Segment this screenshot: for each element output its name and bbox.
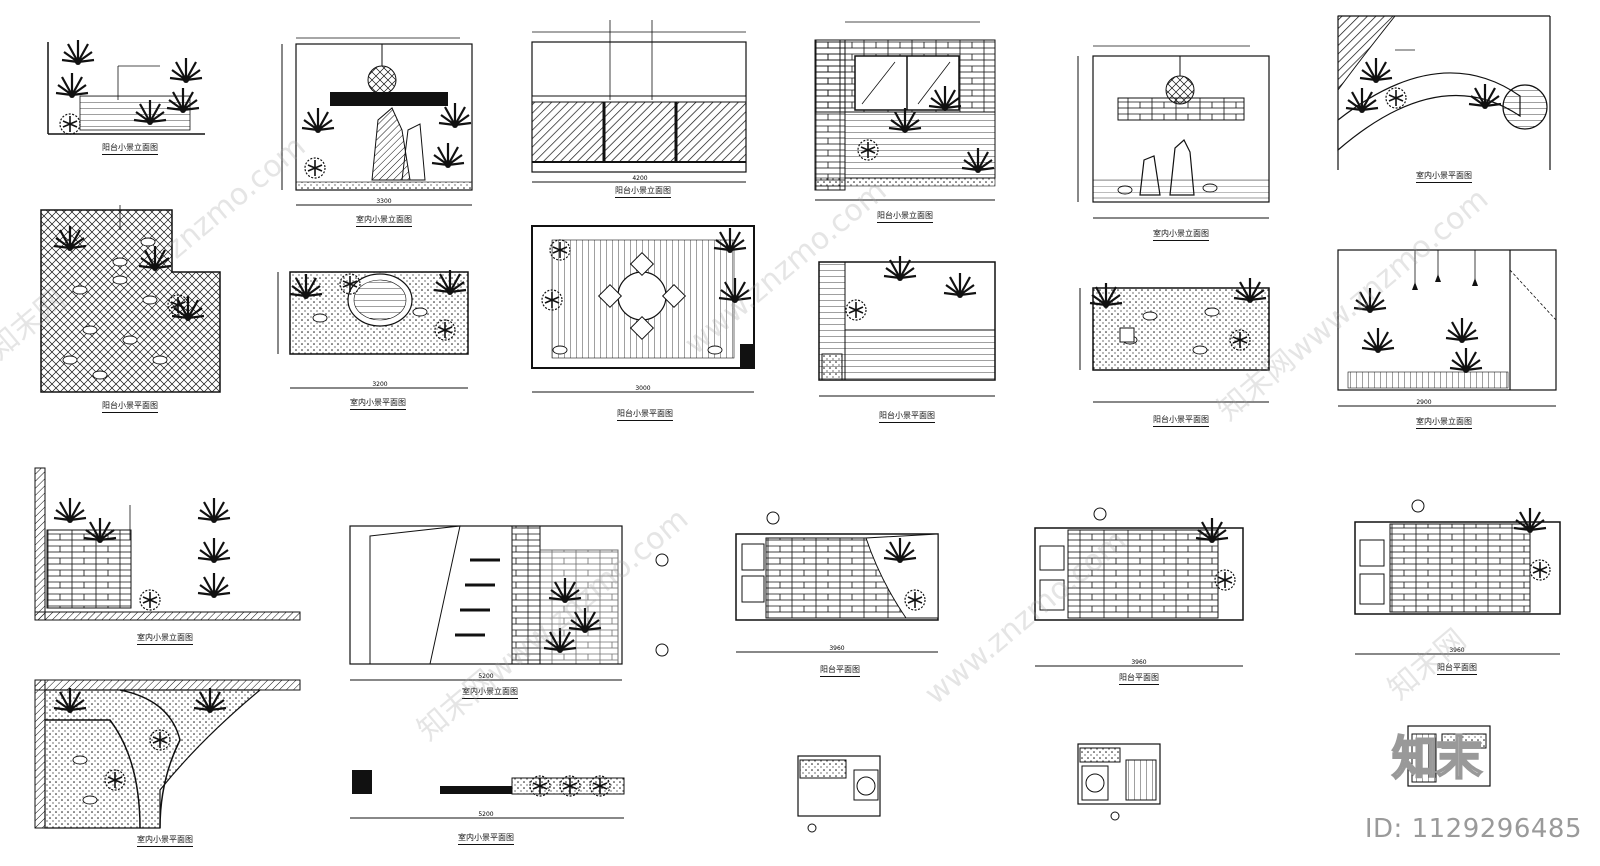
drawing-indoor-plan-curve: [1337, 15, 1551, 170]
dim-label: 3300: [376, 198, 391, 205]
drawing-indoor-plan-2: [34, 679, 301, 829]
caption-balcony-plan: 阳台小景平面图: [879, 410, 935, 423]
dim-label: 3000: [635, 385, 650, 392]
drawing-balcony-elevation-2: 4200: [531, 20, 747, 183]
dim-label: 2900: [1416, 399, 1431, 406]
dim-label: 5200: [478, 673, 493, 680]
caption-balcony-elevation: 阳台小景立面图: [615, 185, 671, 198]
watermark-id: ID: 1129296485: [1364, 814, 1582, 844]
caption-indoor-elevation: 室内小景立面图: [356, 214, 412, 227]
drawing-indoor-elevation-5: 5200: [349, 525, 669, 681]
dim-label: 5200: [478, 811, 493, 818]
dim-label: 3960: [1449, 647, 1464, 654]
drawing-balcony-plan-4: [1079, 276, 1270, 403]
drawing-balcony-elevation-1: [47, 38, 205, 135]
caption-indoor-plan: 室内小景平面图: [1416, 170, 1472, 183]
caption-balcony-plan: 阳台小景平面图: [1153, 414, 1209, 427]
watermark-logo: 知末: [1391, 730, 1483, 786]
caption-balcony-elevation: 阳台小景立面图: [877, 210, 933, 223]
drawing-detail-washer-2: [1077, 743, 1161, 821]
caption-balcony-plan: 阳台小景平面图: [617, 408, 673, 421]
dim-label: 3960: [1131, 659, 1146, 666]
caption-indoor-elevation: 室内小景立面图: [1416, 416, 1472, 429]
drawing-indoor-elevation-4: [34, 467, 301, 621]
caption-indoor-plan: 室内小景平面图: [137, 834, 193, 847]
drawing-indoor-plan-3: 5200: [350, 770, 625, 819]
dim-label: 3200: [372, 381, 387, 388]
drawing-indoor-elevation-3: 2900: [1337, 249, 1557, 407]
dim-label: 4200: [632, 175, 647, 182]
drawing-balcony-elevation-3: [814, 21, 996, 201]
caption-indoor-elevation: 室内小景立面图: [137, 632, 193, 645]
drawing-balcony-plan-2: 3000: [531, 225, 755, 393]
drawing-balcony-plan-5: 3960: [735, 511, 939, 653]
drawing-detail-washer-3: [1407, 725, 1491, 787]
drawing-detail-washer-1: [797, 755, 881, 833]
caption-balcony-plan: 阳台平面图: [1437, 662, 1477, 675]
drawing-balcony-plan-7: 3960: [1354, 499, 1561, 655]
dim-label: 3960: [829, 645, 844, 652]
drawing-balcony-plan-6: 3960: [1034, 507, 1244, 667]
caption-balcony-plan: 阳台平面图: [820, 664, 860, 677]
drawing-indoor-elevation-2: [1077, 45, 1270, 219]
caption-balcony-plan: 阳台小景平面图: [102, 400, 158, 413]
drawing-balcony-plan-1: [40, 205, 221, 393]
drawing-indoor-elevation-1: 3300: [281, 37, 473, 206]
caption-indoor-elevation: 室内小景立面图: [462, 686, 518, 699]
caption-indoor-elevation: 室内小景立面图: [1153, 228, 1209, 241]
caption-balcony-plan: 阳台平面图: [1119, 672, 1159, 685]
caption-balcony-elevation: 阳台小景立面图: [102, 142, 158, 155]
caption-indoor-plan: 室内小景平面图: [350, 397, 406, 410]
drawing-balcony-plan-3: [818, 254, 996, 397]
caption-indoor-plan: 室内小景平面图: [458, 832, 514, 845]
drawing-indoor-plan-1: 3200: [277, 268, 469, 389]
